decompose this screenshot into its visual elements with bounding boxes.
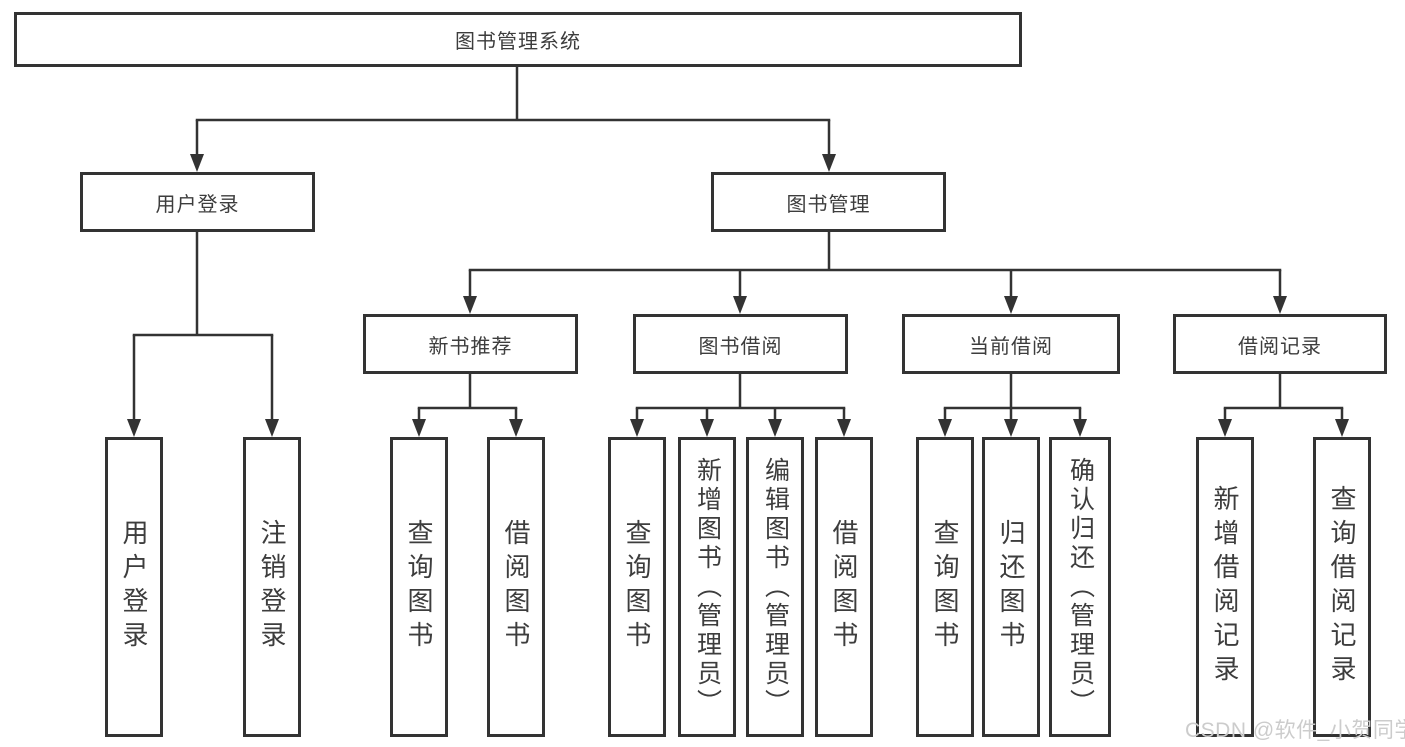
leaf-recommend-borrow-books: 借阅图书 [487, 437, 545, 737]
leaf-records-query-record: 查询借阅记录 [1313, 437, 1371, 737]
node-label: 当前借阅 [969, 335, 1053, 358]
leaf-current-confirm-return-admin: 确认归还（管理员） [1049, 437, 1111, 737]
node-borrowing-records: 借阅记录 [1173, 314, 1387, 374]
leaf-label: 新增借阅记录 [1210, 485, 1240, 689]
node-current-borrowing: 当前借阅 [902, 314, 1120, 374]
leaf-current-return-books: 归还图书 [982, 437, 1040, 737]
leaf-current-query-books: 查询图书 [916, 437, 974, 737]
leaf-logout: 注销登录 [243, 437, 301, 737]
leaf-borrowing-query-books: 查询图书 [608, 437, 666, 737]
node-label: 借阅记录 [1238, 335, 1322, 358]
leaf-label: 归还图书 [996, 519, 1026, 655]
leaf-records-add-record: 新增借阅记录 [1196, 437, 1254, 737]
leaf-label: 注销登录 [257, 519, 287, 655]
node-label: 图书管理系统 [455, 31, 581, 53]
leaf-label: 查询借阅记录 [1327, 485, 1357, 689]
leaf-label: 用户登录 [119, 519, 149, 655]
leaf-borrowing-borrow-books: 借阅图书 [815, 437, 873, 737]
node-label: 新书推荐 [428, 335, 513, 358]
leaf-user-login: 用户登录 [105, 437, 163, 737]
leaf-label: 编辑图书（管理员） [761, 456, 790, 718]
leaf-label: 确认归还（管理员） [1066, 456, 1095, 718]
node-new-book-recommend: 新书推荐 [363, 314, 578, 374]
node-book-management-branch: 图书管理 [711, 172, 946, 232]
leaf-label: 查询图书 [622, 519, 652, 655]
node-label: 图书管理 [786, 193, 871, 216]
leaf-label: 新增图书（管理员） [693, 456, 722, 718]
leaf-recommend-query-books: 查询图书 [390, 437, 448, 737]
leaf-label: 查询图书 [930, 519, 960, 655]
leaf-label: 借阅图书 [501, 519, 531, 655]
leaf-borrowing-edit-books-admin: 编辑图书（管理员） [746, 437, 804, 737]
leaf-label: 查询图书 [404, 519, 434, 655]
node-label: 图书借阅 [698, 335, 783, 358]
node-root-library-system: 图书管理系统 [14, 12, 1022, 67]
node-user-login-branch: 用户登录 [80, 172, 315, 232]
node-book-borrowing: 图书借阅 [633, 314, 848, 374]
leaf-label: 借阅图书 [829, 519, 859, 655]
node-label: 用户登录 [155, 193, 240, 216]
leaf-borrowing-add-books-admin: 新增图书（管理员） [678, 437, 736, 737]
watermark: CSDN @软件_小贺同学 [1185, 719, 1405, 742]
